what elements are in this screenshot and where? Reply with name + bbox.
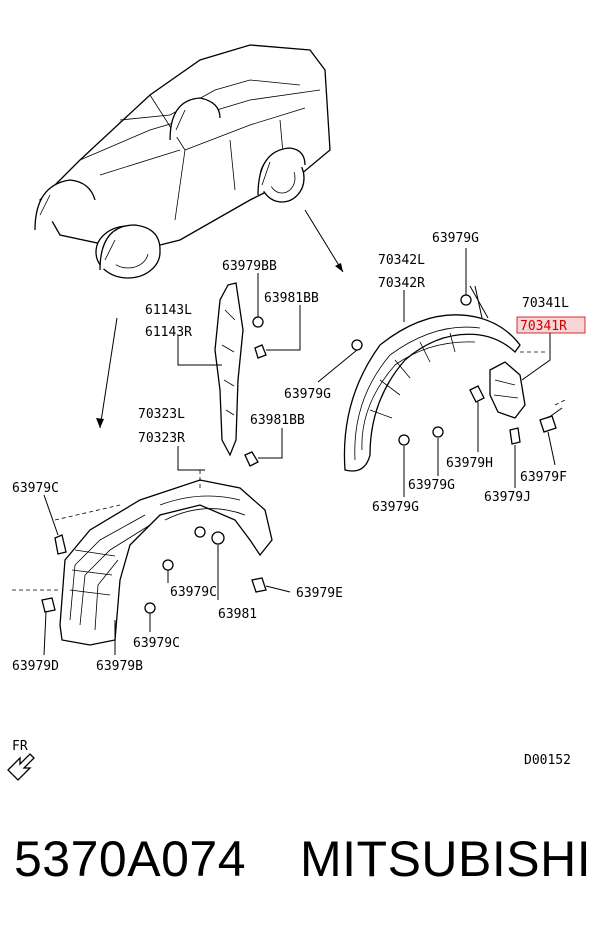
vehicle-illustration (34, 44, 331, 279)
label-63979G-top: 63979G (432, 231, 479, 246)
label-70341R: 70341R (520, 319, 567, 334)
label-61143R: 61143R (145, 325, 192, 340)
highlight-box (516, 316, 586, 334)
label-63979C-low: 63979C (133, 636, 180, 651)
direction-indicator: FR (7, 739, 35, 781)
label-63979G-mid: 63979G (284, 387, 331, 402)
pointer-arrows (96, 209, 344, 429)
label-63979E: 63979E (296, 586, 343, 601)
splash-shield-part (214, 282, 244, 457)
part-labels: 63979G 70342L 70342R 70341L 70341R 63979… (12, 231, 586, 674)
label-63979C-left: 63979C (12, 481, 59, 496)
label-63979G-r2: 63979G (372, 500, 419, 515)
part-number: 5370A074 (14, 831, 247, 887)
label-63979D: 63979D (12, 659, 59, 674)
diagram-code: D00152 (524, 753, 571, 768)
label-63981BB-low: 63981BB (250, 413, 305, 428)
brand-name: MITSUBISHI (300, 831, 592, 887)
label-63979H: 63979H (446, 456, 493, 471)
label-70342L: 70342L (378, 253, 425, 268)
label-63979B: 63979B (96, 659, 143, 674)
label-63979C-mid: 63979C (170, 585, 217, 600)
fastener-clips (41, 294, 557, 614)
label-63979J: 63979J (484, 490, 531, 505)
label-63979F: 63979F (520, 470, 567, 485)
leader-lines (12, 248, 566, 656)
forward-arrow-icon (7, 753, 35, 781)
label-70342R: 70342R (378, 276, 425, 291)
fr-label: FR (12, 739, 28, 754)
label-61143L: 61143L (145, 303, 192, 318)
label-70323L: 70323L (138, 407, 185, 422)
label-70323R: 70323R (138, 431, 185, 446)
rear-fender-liner-part (343, 314, 526, 472)
label-63981: 63981 (218, 607, 257, 622)
label-63981BB-top: 63981BB (264, 291, 319, 306)
label-63979BB: 63979BB (222, 259, 277, 274)
label-63979G-r1: 63979G (408, 478, 455, 493)
footer-caption: 5370A074 MITSUBISHI (0, 830, 600, 900)
label-70341L: 70341L (522, 296, 569, 311)
